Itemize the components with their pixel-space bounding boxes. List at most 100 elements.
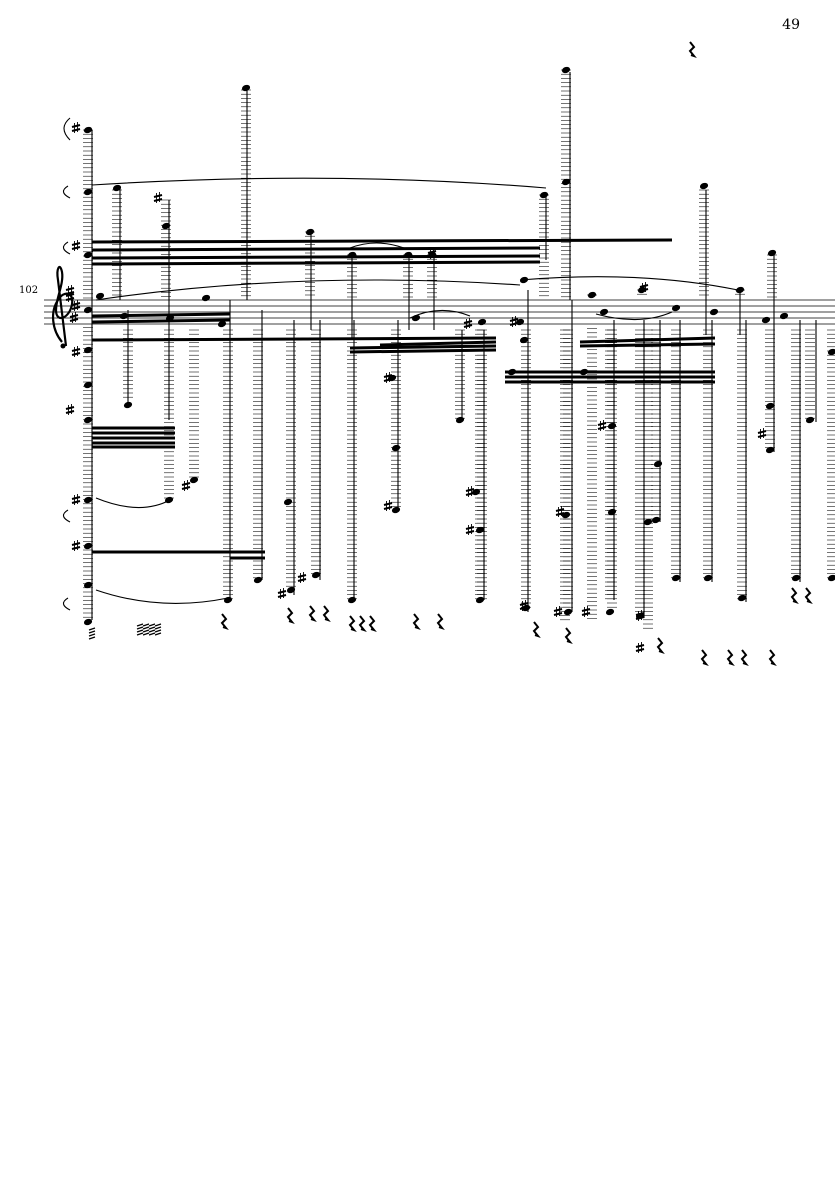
notehead (735, 286, 745, 294)
tremolo-mark (88, 633, 96, 637)
sharp-icon (277, 588, 287, 599)
slur (95, 589, 229, 604)
notehead (403, 251, 413, 259)
notehead (779, 312, 789, 320)
notehead (83, 496, 93, 504)
quarter-rest-icon (308, 605, 317, 623)
staff-lines (44, 299, 835, 325)
notehead (347, 251, 357, 259)
notehead (217, 320, 227, 328)
notehead (283, 498, 293, 506)
notehead (671, 304, 681, 312)
notehead (579, 368, 589, 376)
sharp-icon (383, 372, 393, 383)
sharp-icon (71, 346, 81, 357)
beam (91, 246, 541, 252)
sharp-icon (519, 600, 529, 611)
sharp-icon (465, 486, 475, 497)
notehead (709, 308, 719, 316)
notehead (671, 574, 681, 582)
quarter-rest-icon (688, 41, 697, 59)
notehead (607, 422, 617, 430)
tremolo-mark (148, 623, 156, 627)
sharp-icon (581, 606, 591, 617)
notehead (643, 518, 653, 526)
sharp-icon (383, 500, 393, 511)
notehead (699, 182, 709, 190)
sharp-icon (153, 192, 163, 203)
notehead (507, 368, 517, 376)
beam (579, 336, 716, 344)
beam (349, 344, 497, 350)
notehead (703, 574, 713, 582)
notehead (827, 348, 835, 356)
notehead (112, 184, 122, 192)
notehead (761, 316, 771, 324)
quarter-rest-icon (656, 637, 665, 655)
sharp-icon (71, 494, 81, 505)
sharp-icon (65, 285, 75, 296)
sharp-icon (639, 282, 649, 293)
quarter-rest-icon (348, 615, 357, 633)
tremolo-mark (148, 629, 156, 633)
quarter-rest-icon (436, 613, 445, 631)
sharp-icon (463, 318, 473, 329)
notehead (475, 526, 485, 534)
tremolo-mark (88, 636, 96, 640)
tremolo-mark (88, 630, 96, 634)
notehead (161, 222, 171, 230)
slur (595, 311, 673, 321)
slur (62, 185, 71, 199)
sharp-icon (71, 540, 81, 551)
slur (63, 117, 71, 141)
measure-number: 102 (19, 285, 39, 296)
notehead (539, 191, 549, 199)
notehead (767, 249, 777, 257)
sharp-icon (181, 480, 191, 491)
tremolo-mark (142, 629, 150, 633)
notehead (347, 596, 357, 604)
page-number: 49 (782, 17, 800, 33)
tremolo-mark (136, 632, 144, 636)
notehead (201, 294, 211, 302)
quarter-rest-icon (368, 615, 377, 633)
notehead (83, 581, 93, 589)
tremolo-mark (154, 626, 162, 630)
sharp-icon (65, 404, 75, 415)
quarter-rest-icon (358, 615, 367, 633)
tremolo-mark (154, 629, 162, 633)
notehead (83, 346, 93, 354)
slur (62, 241, 71, 255)
beam (91, 254, 541, 260)
notehead (286, 586, 296, 594)
sharp-icon (553, 606, 563, 617)
sharp-icon (297, 572, 307, 583)
slur (409, 309, 471, 319)
slur (95, 497, 171, 509)
notehead (391, 506, 401, 514)
sharp-icon (465, 524, 475, 535)
quarter-rest-icon (700, 649, 709, 667)
beam (579, 342, 716, 348)
quarter-rest-icon (412, 613, 421, 631)
sharp-icon (71, 240, 81, 251)
beams (91, 238, 716, 560)
notehead (83, 251, 93, 259)
notehead (827, 574, 835, 582)
tremolo-mark (136, 626, 144, 630)
notehead (651, 516, 661, 524)
slur (349, 242, 405, 249)
beam (91, 312, 231, 318)
tremolo-mark (154, 623, 162, 627)
notehead (95, 292, 105, 300)
tremolo-mark (154, 632, 162, 636)
quarter-rest-icon (790, 587, 799, 605)
sharp-icon (71, 122, 81, 133)
notehead (477, 318, 487, 326)
quarter-rest-icon (532, 621, 541, 639)
tremolo-mark (148, 626, 156, 630)
notehead (519, 336, 529, 344)
notehead (455, 416, 465, 424)
notehead (791, 574, 801, 582)
